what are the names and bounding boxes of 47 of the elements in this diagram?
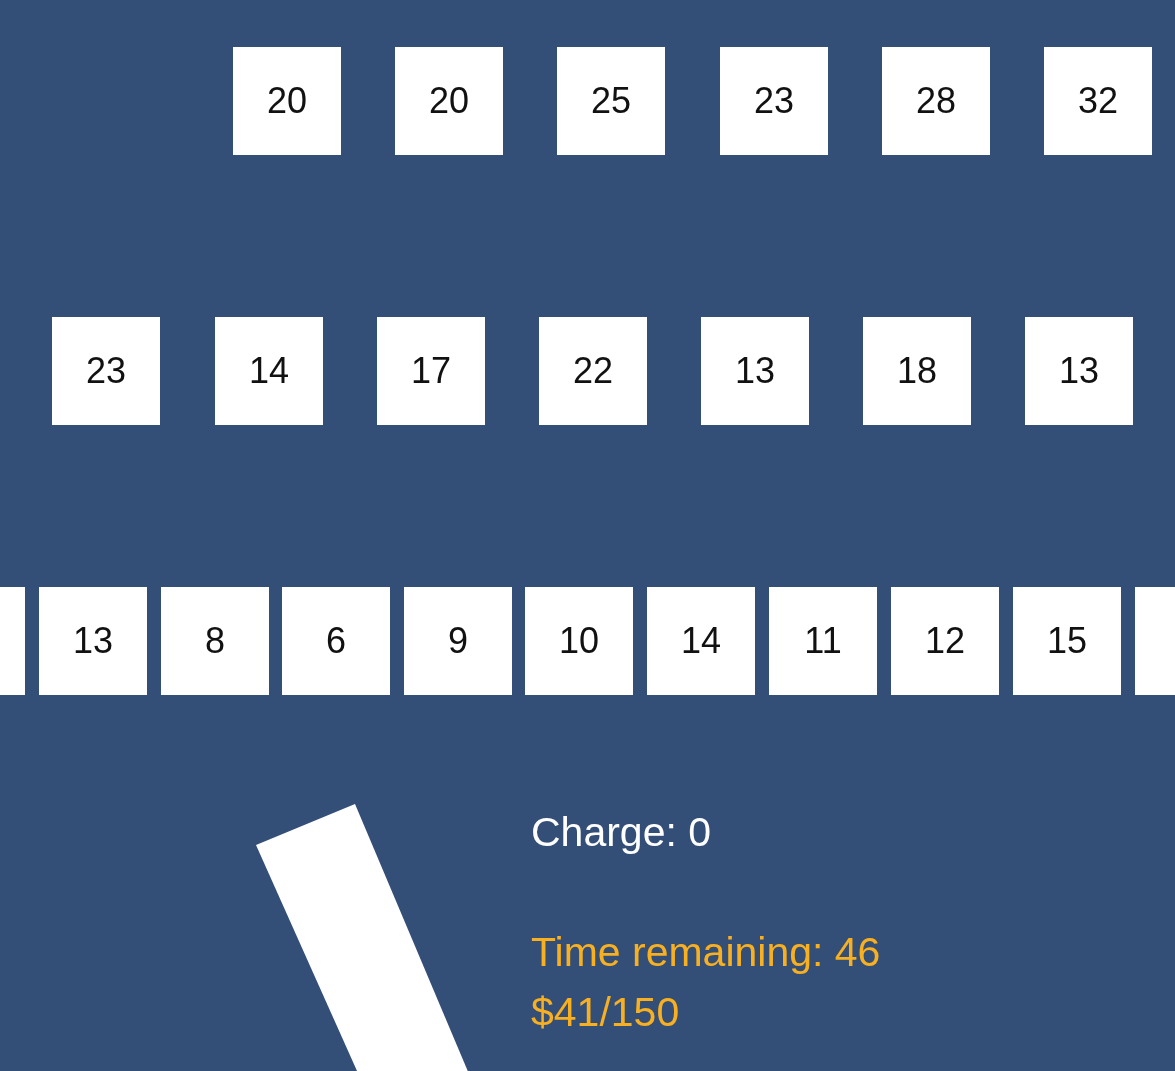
number-tile <box>647 587 755 695</box>
tile-number: 13 <box>72 623 113 659</box>
tile-number: 15 <box>1046 623 1087 659</box>
number-tile <box>1044 47 1152 155</box>
number-tile <box>215 317 323 425</box>
number-tile <box>769 587 877 695</box>
number-tile <box>39 587 147 695</box>
charge-text: Charge: 0 <box>531 810 712 856</box>
number-tile <box>377 317 485 425</box>
number-tile <box>52 317 160 425</box>
number-tile <box>1013 587 1121 695</box>
number-tile <box>557 47 665 155</box>
tile-number: 32 <box>1077 83 1118 119</box>
tile-number: 20 <box>428 83 469 119</box>
number-tile <box>891 587 999 695</box>
money-text: $41/150 <box>531 990 680 1036</box>
number-tile <box>161 587 269 695</box>
tile-number: 22 <box>572 353 613 389</box>
number-tile <box>282 587 390 695</box>
number-tile <box>720 47 828 155</box>
number-tile <box>233 47 341 155</box>
number-tile <box>701 317 809 425</box>
tile-number: 23 <box>753 83 794 119</box>
tile-number: 25 <box>590 83 631 119</box>
number-tile <box>395 47 503 155</box>
number-tile <box>539 317 647 425</box>
tile-number: 20 <box>266 83 307 119</box>
number-tile <box>882 47 990 155</box>
tile-number: 11 <box>804 623 842 659</box>
tile-number: 13 <box>1058 353 1099 389</box>
number-tile <box>863 317 971 425</box>
number-tile <box>1025 317 1133 425</box>
number-tile <box>404 587 512 695</box>
tile-number: 9 <box>448 623 468 659</box>
number-tile <box>525 587 633 695</box>
tile-number: 12 <box>924 623 965 659</box>
tile-number: 17 <box>410 353 451 389</box>
tile-number: 28 <box>915 83 956 119</box>
tile-number: 13 <box>734 353 775 389</box>
tile-number: 14 <box>248 353 289 389</box>
tile-number: 14 <box>680 623 721 659</box>
tile-number: 10 <box>558 623 599 659</box>
tile-number: 6 <box>326 623 346 659</box>
tile-number: 18 <box>896 353 937 389</box>
tile-number: 23 <box>85 353 126 389</box>
timer-text: Time remaining: 46 <box>531 930 881 976</box>
tile-number: 8 <box>205 623 225 659</box>
